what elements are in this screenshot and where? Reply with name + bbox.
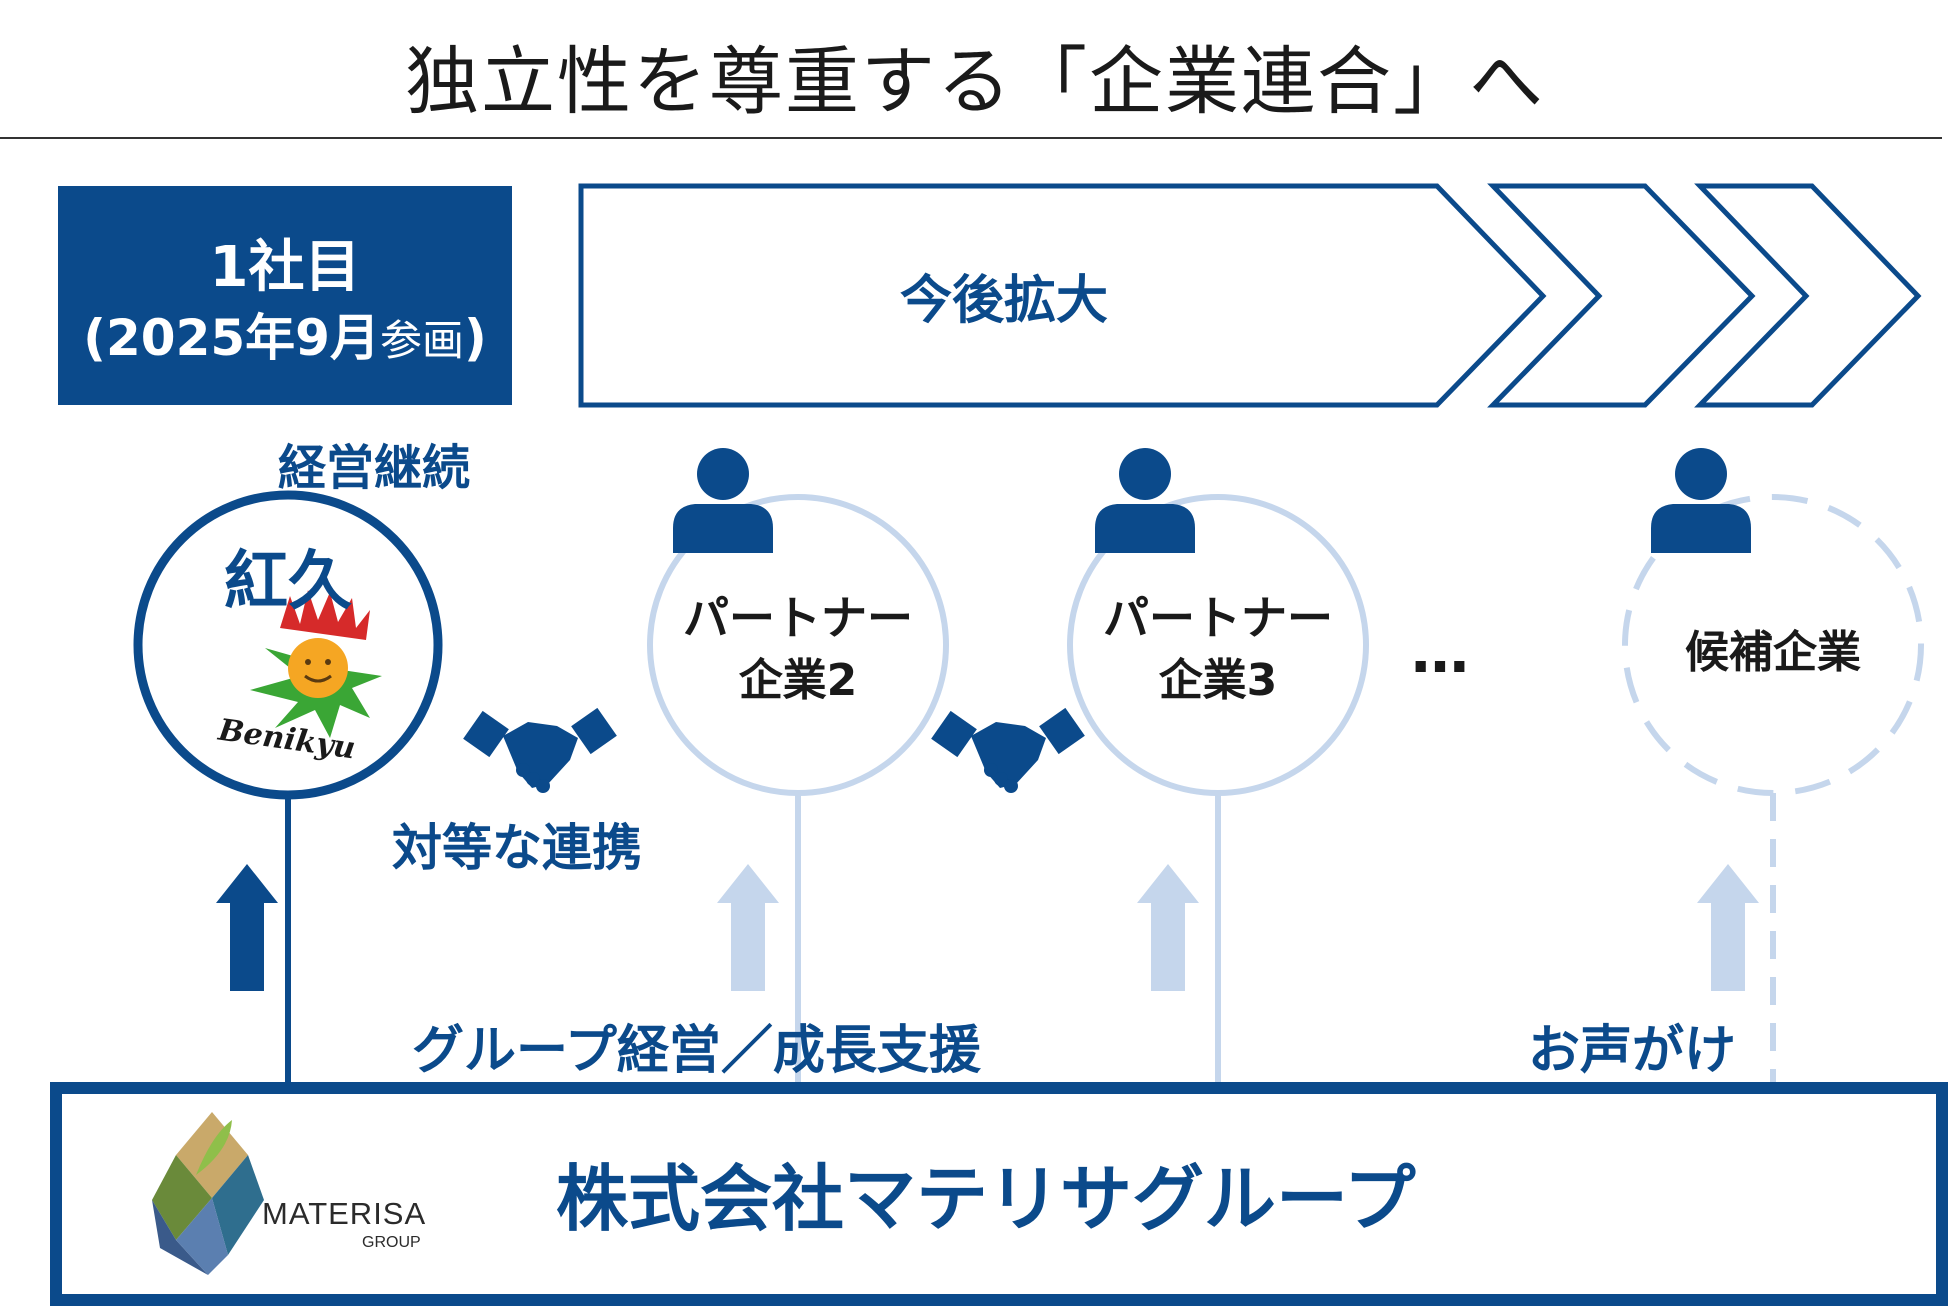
benikyu-mascot-logo bbox=[250, 590, 382, 738]
materisa-logo-sub: GROUP bbox=[362, 1234, 421, 1251]
handshake-icon-2 bbox=[931, 707, 1085, 793]
first-company-line2: (2025年9月参画) bbox=[58, 298, 512, 370]
management-continuation-label: 経営継続 bbox=[278, 440, 471, 496]
first-company-join: 参画 bbox=[379, 316, 464, 365]
equal-partnership-label: 対等な連携 bbox=[392, 819, 642, 877]
materisa-logo-name: MATERISA bbox=[262, 1196, 427, 1231]
first-company-line1: 1社目 bbox=[209, 235, 361, 300]
partner2-person-icon bbox=[673, 448, 773, 553]
outreach-label: お声がけ bbox=[1528, 1021, 1737, 1081]
partner2-up-arrow bbox=[717, 864, 779, 991]
benikyu-up-arrow-main bbox=[216, 864, 278, 991]
candidate-person-icon bbox=[1651, 448, 1751, 553]
handshake-icon-1 bbox=[463, 707, 617, 793]
materisa-logo-mark bbox=[152, 1112, 264, 1275]
first-company-box: 1社目 (2025年9月参画) bbox=[58, 186, 512, 405]
expansion-chevron-2 bbox=[1694, 183, 1922, 408]
group-box bbox=[50, 1082, 1948, 1306]
title-divider bbox=[0, 137, 1942, 139]
candidate-circle bbox=[1622, 494, 1924, 796]
first-company-date: (2025年9月 bbox=[83, 309, 380, 367]
ellipsis: … bbox=[1411, 618, 1469, 686]
partner2-label-line1: パートナー bbox=[683, 591, 913, 645]
partner3-up-arrow bbox=[1137, 864, 1199, 991]
benikyu-circle bbox=[133, 490, 443, 800]
partner2-circle bbox=[647, 494, 949, 796]
expansion-label: 今後拡大 bbox=[900, 271, 1109, 331]
partner3-label-line2: 企業3 bbox=[1158, 655, 1278, 706]
candidate-up-arrow bbox=[1697, 864, 1759, 991]
page-title: 独立性を尊重する「企業連合」へ bbox=[405, 39, 1545, 125]
benikyu-name: 紅久 bbox=[224, 545, 352, 619]
first-company-paren: ) bbox=[463, 309, 487, 367]
partner3-circle bbox=[1067, 494, 1369, 796]
partner3-label-line1: パートナー bbox=[1103, 591, 1333, 645]
expansion-chevron-1 bbox=[1487, 183, 1756, 408]
group-support-label: グループ経営／成長支援 bbox=[412, 1021, 981, 1081]
candidate-label: 候補企業 bbox=[1685, 627, 1861, 678]
partner2-label-line2: 企業2 bbox=[738, 655, 858, 706]
expansion-arrow-main bbox=[578, 183, 1547, 408]
partner3-person-icon bbox=[1095, 448, 1195, 553]
group-company-name: 株式会社マテリサグループ bbox=[556, 1157, 1416, 1241]
